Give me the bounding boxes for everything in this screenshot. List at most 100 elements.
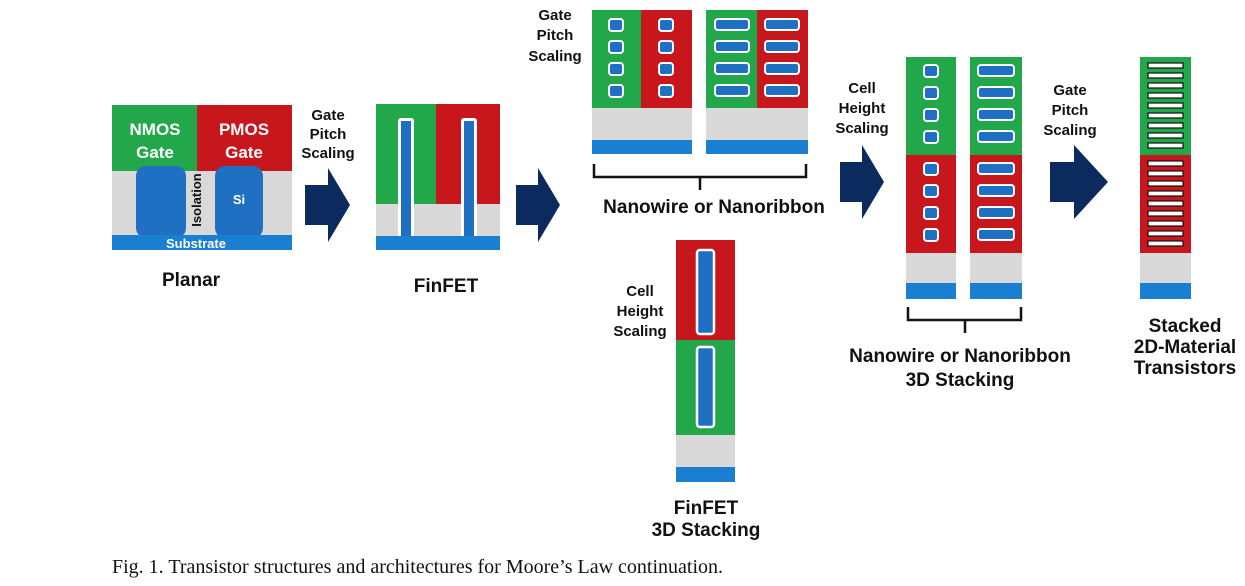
nano3d-ribbon xyxy=(977,108,1015,121)
nano3d-left-wires xyxy=(923,64,939,242)
nanowire-bracket xyxy=(592,164,808,190)
top-scaling-label-3: Scaling xyxy=(528,48,581,65)
nanoribbon-sheets xyxy=(714,18,800,97)
finfet-fin-1-core xyxy=(401,121,411,238)
planar-si-label: Si xyxy=(233,192,245,207)
stacked2d-layer xyxy=(1147,72,1184,79)
finfet3d-scaling-label-3: Scaling xyxy=(613,323,666,340)
stacked2d-layer xyxy=(1147,62,1184,69)
arrow-finfet-to-nanowire xyxy=(516,168,560,242)
nano3d-wire xyxy=(923,108,939,122)
stacked2d-layer xyxy=(1147,160,1184,167)
figure-caption: Fig. 1. Transistor structures and archit… xyxy=(112,556,723,578)
finfet3d-scaling-label-2: Height xyxy=(617,303,664,320)
nanowire-structure: Gate Pitch Scaling xyxy=(528,7,825,218)
nanoribbon-sheet xyxy=(764,84,800,97)
nanowire-wire xyxy=(658,84,674,98)
stacked2d-layers-top xyxy=(1147,62,1184,149)
stacked2d-label-2: 2D-Material xyxy=(1134,337,1236,358)
nanoribbon-isolation xyxy=(706,108,808,140)
finfet3d-fin-bottom xyxy=(695,345,716,429)
finfet-substrate xyxy=(376,236,500,250)
arrow1-label-2: Pitch xyxy=(310,126,347,143)
finfet-fin-2-core xyxy=(464,121,474,238)
stacked2d-layers-bottom xyxy=(1147,160,1184,247)
nano3d-wire xyxy=(923,86,939,100)
stacked2d-substrate xyxy=(1140,283,1191,299)
stacked-2d-structure: Stacked 2D-Material Transistors xyxy=(1134,57,1236,379)
stacked2d-layer xyxy=(1147,190,1184,197)
planar-label: Planar xyxy=(162,270,221,291)
arrow4-label-2: Pitch xyxy=(1052,102,1089,119)
arrow3-label-1: Cell xyxy=(848,80,876,97)
planar-pmos-gate xyxy=(197,105,292,171)
nano3d-ribbon xyxy=(977,184,1015,197)
top-scaling-label-1: Gate xyxy=(538,7,571,24)
nano3d-right-isolation xyxy=(970,253,1022,283)
nano3d-label-2: 3D Stacking xyxy=(906,370,1015,391)
finfet3d-substrate xyxy=(676,467,735,482)
nano3d-ribbon xyxy=(977,130,1015,143)
right-arrow-icon xyxy=(516,168,560,242)
finfet3d-fin-top xyxy=(695,248,716,336)
planar-structure: NMOS Gate PMOS Gate Isolation Si Substra… xyxy=(112,105,292,291)
nanoribbon-sheet xyxy=(714,18,750,31)
stacked2d-layer xyxy=(1147,112,1184,119)
nano3d-ribbon xyxy=(977,228,1015,241)
nanowire-wire xyxy=(658,40,674,54)
nanoribbon-sheet xyxy=(764,40,800,53)
top-scaling-label-2: Pitch xyxy=(537,27,574,44)
right-arrow-icon xyxy=(1050,145,1108,219)
nano3d-ribbon xyxy=(977,86,1015,99)
nanoribbon-sheet xyxy=(764,18,800,31)
arrow-gate-pitch-1: Gate Pitch Scaling xyxy=(301,107,355,242)
planar-pmos-label: PMOS xyxy=(219,120,269,139)
nanoribbon-sheet xyxy=(714,84,750,97)
nanowire-substrate xyxy=(592,140,692,154)
planar-isolation-label: Isolation xyxy=(189,173,204,227)
stacked2d-layer xyxy=(1147,132,1184,139)
nanowire-wires xyxy=(608,18,674,98)
nano3d-wire xyxy=(923,130,939,144)
planar-pmos-channel xyxy=(215,166,263,238)
finfet3d-label-1: FinFET xyxy=(674,498,739,519)
nano3d-label-1: Nanowire or Nanoribbon xyxy=(849,346,1071,367)
stacked2d-layer xyxy=(1147,210,1184,217)
finfet-label: FinFET xyxy=(414,276,479,297)
nanowire-wire xyxy=(608,84,624,98)
nano3d-wire xyxy=(923,64,939,78)
nanoribbon-sheet xyxy=(714,40,750,53)
stacked2d-layer xyxy=(1147,230,1184,237)
stacked2d-label-1: Stacked xyxy=(1149,316,1222,337)
nano3d-right-ribbons xyxy=(977,64,1015,241)
planar-nmos-channel xyxy=(136,166,186,238)
nano3d-ribbon xyxy=(977,162,1015,175)
finfet-3d-structure: Cell Height Scaling FinFET 3D Stacking xyxy=(613,240,760,541)
nano3d-wire xyxy=(923,206,939,220)
nanowire-wire xyxy=(608,62,624,76)
arrow3-label-2: Height xyxy=(839,100,886,117)
finfet3d-scaling-label-1: Cell xyxy=(626,283,654,300)
finfet3d-label-2: 3D Stacking xyxy=(652,520,761,541)
nano3d-ribbon xyxy=(977,64,1015,77)
nano3d-right-substrate xyxy=(970,283,1022,299)
nanowire-3d-structure: Nanowire or Nanoribbon 3D Stacking xyxy=(849,57,1071,391)
planar-nmos-label: NMOS xyxy=(130,120,181,139)
stacked2d-layer xyxy=(1147,122,1184,129)
stacked2d-layer xyxy=(1147,180,1184,187)
planar-nmos-gate xyxy=(112,105,198,171)
right-arrow-icon xyxy=(305,168,350,242)
arrow1-label-3: Scaling xyxy=(301,145,354,162)
stacked2d-layer xyxy=(1147,142,1184,149)
stacked2d-layer xyxy=(1147,82,1184,89)
nano3d-wire xyxy=(923,184,939,198)
planar-substrate xyxy=(112,235,292,250)
stacked2d-layer xyxy=(1147,240,1184,247)
nano3d-wire xyxy=(923,162,939,176)
stacked2d-layer xyxy=(1147,92,1184,99)
arrow-cell-height: Cell Height Scaling xyxy=(835,80,889,219)
nanowire-wire xyxy=(608,18,624,32)
planar-pmos-label-2: Gate xyxy=(225,143,263,162)
stacked2d-layer xyxy=(1147,170,1184,177)
